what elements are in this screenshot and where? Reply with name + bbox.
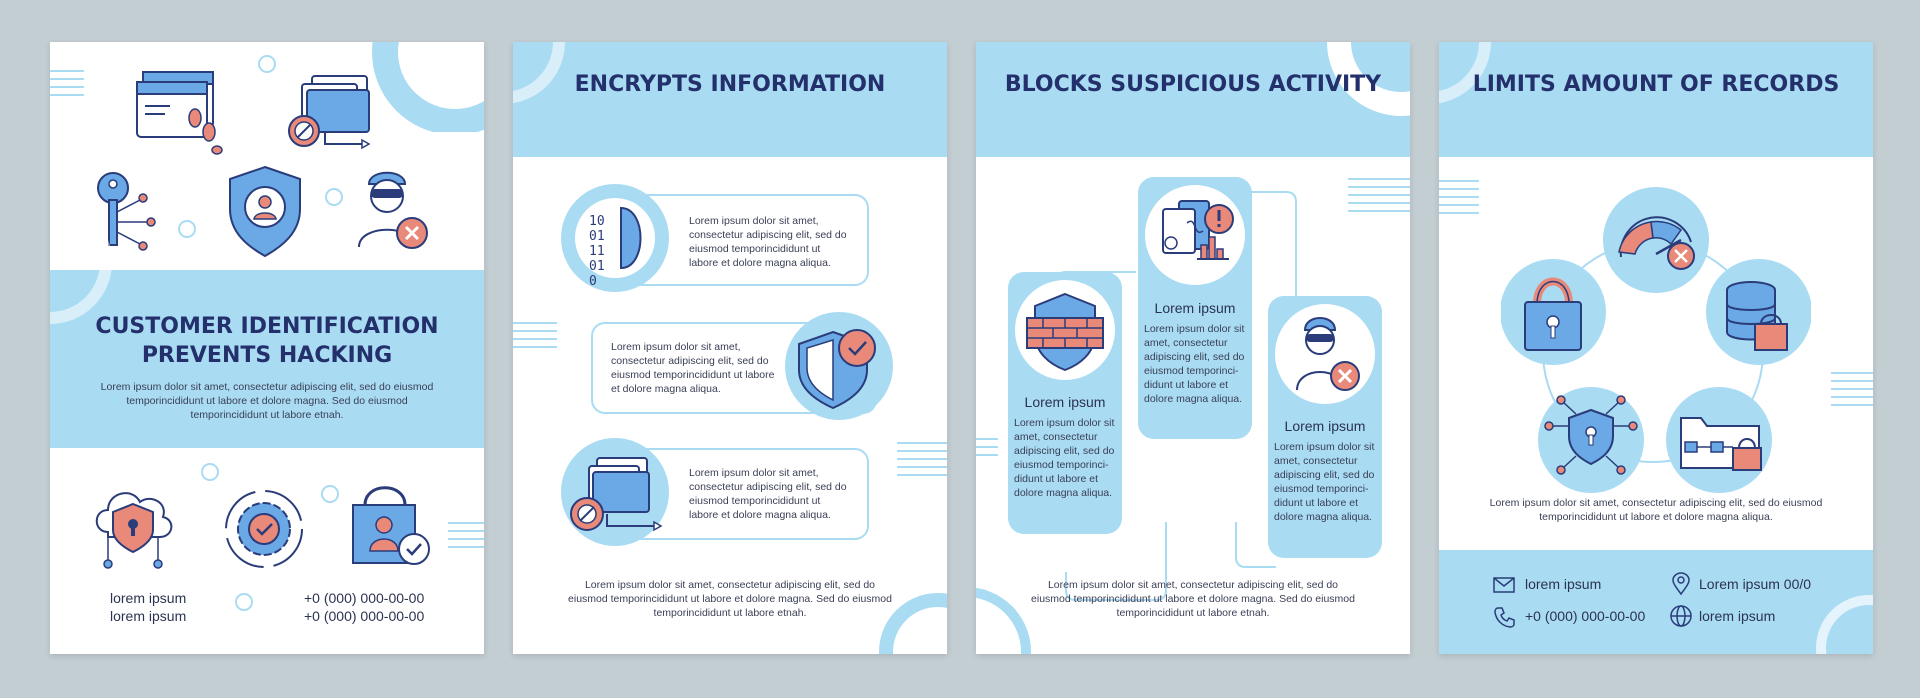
brochure-page-limits-amount-of-records: LIMITS AMOUNT OF RECORDS (1439, 42, 1873, 654)
location-pin-icon (1672, 572, 1690, 596)
decorative-lines (448, 522, 484, 554)
info-text: Lorem ipsum dolor sit amet, consectetur … (689, 215, 847, 269)
page-title: CUSTOMER IDENTIFICATION PREVENTS HACKING (95, 314, 439, 368)
title-band (50, 270, 484, 448)
globe-icon (1670, 605, 1692, 627)
decorative-dot (321, 485, 339, 503)
decorative-lines (513, 322, 557, 354)
envelope-icon (1493, 577, 1515, 593)
firewall-shield-icon (1015, 280, 1115, 380)
folders-blocked-icon (288, 75, 371, 150)
feature-label: Lorem ipsum (1154, 300, 1236, 316)
decorative-lines (1831, 372, 1873, 412)
decorative-dot (178, 220, 196, 238)
phone-number: +0 (000) 000-00-00 (304, 590, 425, 606)
brochure-page-customer-identification: CUSTOMER IDENTIFICATION PREVENTS HACKING… (50, 42, 484, 654)
decorative-arc (1327, 42, 1410, 116)
hacker-blocked-icon (1275, 304, 1375, 404)
feature-label: Lorem ipsum (1024, 394, 1106, 410)
decorative-arc (372, 42, 484, 132)
decorative-lines (1348, 178, 1410, 218)
digital-key-icon (97, 172, 156, 251)
phone-icon (1494, 607, 1515, 628)
contact-text: lorem ipsum (110, 590, 187, 606)
footer-paragraph: Lorem ipsum dolor sit amet, consectetur … (1031, 579, 1355, 619)
hacker-blocked-icon (358, 171, 428, 249)
brochure-page-blocks-suspicious-activity: BLOCKS SUSPICIOUS ACTIVITY Lorem ipsum L… (976, 42, 1410, 654)
shield-check-icon (785, 312, 893, 420)
decorative-dot (235, 593, 253, 611)
page-title: LIMITS AMOUNT OF RECORDS (1472, 72, 1840, 97)
info-text: Lorem ipsum dolor sit amet, consectetur … (611, 341, 775, 395)
decorative-lines (897, 442, 947, 482)
contact-address: Lorem ipsum 00/0 (1699, 576, 1812, 592)
decorative-dot (258, 55, 276, 73)
feature-text: Lorem ipsum dolor sit amet, consectetur … (1274, 441, 1375, 523)
binary-data-icon (561, 184, 669, 292)
info-text: Lorem ipsum dolor sit amet, consectetur … (689, 467, 847, 521)
intro-paragraph: Lorem ipsum dolor sit amet, consectetur … (1489, 497, 1823, 523)
phone-number: +0 (000) 000-00-00 (304, 608, 425, 624)
shield-user-icon (229, 165, 301, 258)
decorative-arc (50, 222, 112, 324)
browser-footprints-icon (136, 71, 223, 155)
contact-website: lorem ipsum (1699, 608, 1776, 624)
contact-email: lorem ipsum (1525, 576, 1602, 592)
folders-blocked-icon (561, 438, 669, 546)
feature-text: Lorem ipsum dolor sit amet, consectetur … (1144, 323, 1245, 405)
page-title: ENCRYPTS INFORMATION (574, 72, 886, 97)
feature-text: Lorem ipsum dolor sit amet, consectetur … (1014, 417, 1115, 499)
decorative-dot (325, 188, 343, 206)
decorative-arc (976, 587, 1031, 654)
title-band (513, 42, 947, 157)
decorative-arc (879, 593, 947, 654)
decorative-lines (1439, 180, 1479, 220)
decorative-dot (201, 463, 219, 481)
contact-band (1439, 550, 1873, 654)
phone-number: +0 (000) 000-00-00 (1525, 608, 1646, 624)
page-title: BLOCKS SUSPICIOUS ACTIVITY (1004, 72, 1382, 97)
cloud-lock-icon (95, 492, 173, 569)
suspicious-report-icon (1145, 185, 1245, 285)
title-band (1439, 42, 1873, 157)
contact-text: lorem ipsum (110, 608, 187, 624)
intro-paragraph: Lorem ipsum dolor sit amet, consectetur … (100, 381, 434, 421)
decorative-arc (1816, 595, 1873, 654)
decorative-lines (50, 70, 84, 102)
feature-label: Lorem ipsum (1284, 418, 1366, 434)
decorative-lines (976, 438, 998, 462)
footer-paragraph: Lorem ipsum dolor sit amet, consectetur … (568, 579, 892, 619)
gear-check-icon (225, 490, 303, 568)
lock-user-icon (352, 486, 430, 565)
records-ring-diagram (1501, 187, 1811, 493)
